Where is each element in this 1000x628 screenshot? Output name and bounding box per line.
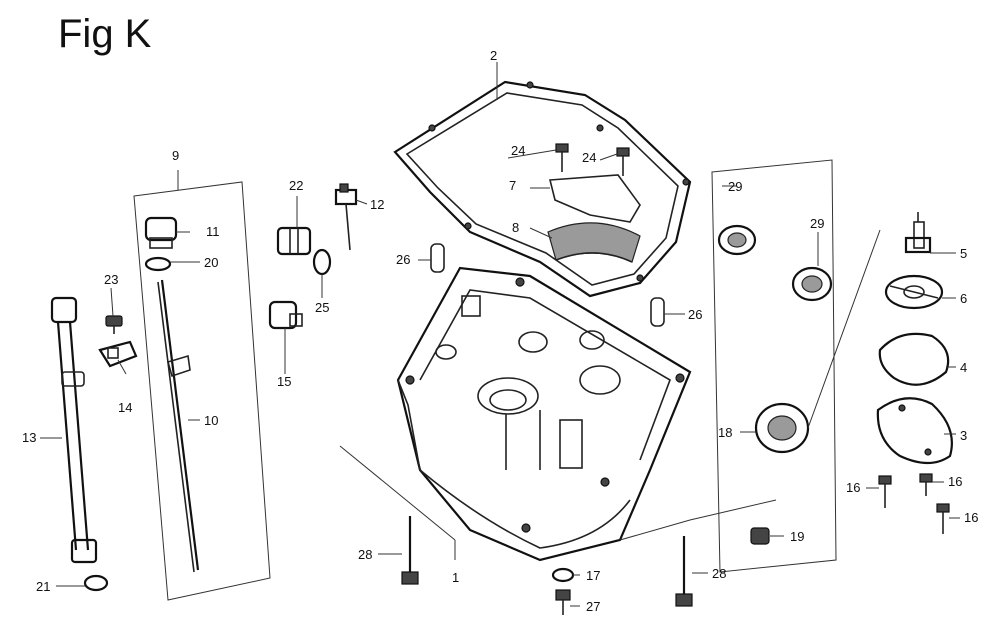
bracket-bearing-group [711,159,837,573]
bolt-part-23 [105,315,123,334]
bolt-part-16a [878,475,892,508]
o-ring-part-20 [144,256,172,272]
callout-11: 11 [206,224,220,239]
callout-26a: 26 [396,252,410,267]
bearing-part-29a [717,224,757,256]
bolt-part-16c [936,503,950,534]
callout-16c: 16 [964,510,978,525]
callout-7: 7 [509,178,516,193]
plate-part-7 [548,174,641,223]
bracket-dipstick-group [133,181,271,601]
plug-part-15 [268,300,303,330]
drain-plug-part-22 [276,226,312,256]
bolt-part-27 [555,589,571,615]
callout-4: 4 [960,360,967,375]
ring-part-21 [83,574,109,592]
callout-13: 13 [22,430,36,445]
callout-16a: 16 [846,480,860,495]
figure-title: Fig K [58,12,152,56]
callout-9: 9 [172,148,179,163]
callout-29a: 29 [728,179,742,194]
callout-10: 10 [204,413,218,428]
callout-26b: 26 [688,307,702,322]
leader-lines [40,62,960,607]
callout-12: 12 [370,197,384,212]
governor-gear-part-6 [884,274,944,310]
bolt-part-28b [675,536,693,607]
callout-6: 6 [960,291,967,306]
callout-24a: 24 [511,143,525,158]
clamp-part-14 [98,340,138,368]
oil-sensor-part-12 [334,183,358,251]
oil-filler-tube-part-13 [50,296,98,564]
callout-17: 17 [586,568,600,583]
bearing-part-29b [791,266,833,302]
pin-part-26b [650,297,665,327]
callout-27: 27 [586,599,600,614]
gasket-part-4 [878,332,950,386]
governor-shaft-part-5 [904,212,932,254]
callout-3: 3 [960,428,967,443]
callout-22: 22 [289,178,303,193]
callout-16b: 16 [948,474,962,489]
callout-15: 15 [277,374,291,389]
bolt-part-24b [616,147,630,176]
bolt-part-24a [555,143,569,172]
deflector-part-8 [547,222,641,263]
callout-19: 19 [790,529,804,544]
callout-5: 5 [960,246,967,261]
callout-23: 23 [104,272,118,287]
callout-8: 8 [512,220,519,235]
callout-2: 2 [490,48,497,63]
bolt-part-28a [401,516,419,585]
callout-28b: 28 [712,566,726,581]
callout-24b: 24 [582,150,596,165]
cover-part-3 [876,397,953,465]
washer-part-25 [312,248,332,276]
dipstick-part-10 [157,279,200,573]
callout-14: 14 [118,400,132,415]
pin-part-26a [430,243,445,273]
nut-part-19 [750,527,770,545]
oil-seal-part-18 [754,229,881,454]
crankcase-part-1 [339,266,692,562]
callout-21: 21 [36,579,50,594]
callout-28a: 28 [358,547,372,562]
callout-20: 20 [204,255,218,270]
callout-18: 18 [718,425,732,440]
washer-part-17 [551,567,575,583]
callout-29b: 29 [810,216,824,231]
callout-25: 25 [315,300,329,315]
callout-1: 1 [452,570,459,585]
dipstick-cap-part-11 [144,216,178,249]
gasket-part-2 [393,80,692,298]
bolt-part-16b [919,473,933,496]
